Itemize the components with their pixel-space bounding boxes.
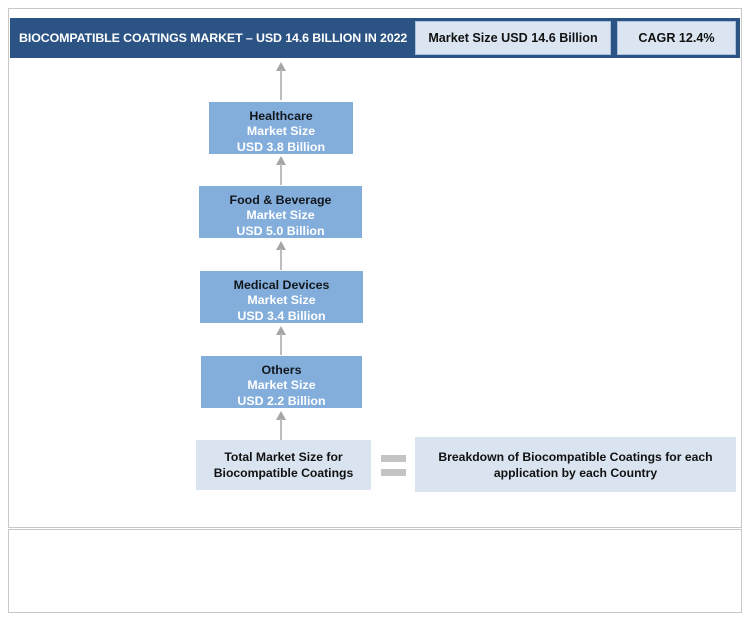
segment-market-size-label: Market Size	[247, 378, 316, 392]
arrow-healthcare	[273, 156, 289, 185]
segment-box-healthcare[interactable]: Healthcare Market Size USD 3.8 Billion	[209, 102, 353, 154]
arrow-head-icon	[276, 411, 286, 420]
segment-market-size-value: USD 3.8 Billion	[236, 139, 326, 154]
arrow-food-beverage	[273, 241, 289, 270]
arrow-shaft	[280, 70, 282, 100]
arrow-shaft	[280, 249, 282, 270]
page-title: BIOCOMPATIBLE COATINGS MARKET – USD 14.6…	[19, 31, 408, 45]
segment-market-size-value: USD 2.2 Billion	[237, 393, 326, 408]
segment-market-size-value: USD 3.4 Billion	[237, 308, 326, 323]
arrow-to-header	[273, 62, 289, 100]
arrow-others	[273, 411, 289, 443]
segment-title: Food & Beverage	[229, 193, 332, 207]
segment-market-size-value: USD 5.0 Billion	[236, 223, 325, 238]
arrow-head-icon	[276, 62, 286, 71]
arrow-head-icon	[276, 241, 286, 250]
segment-box-medical-devices[interactable]: Medical Devices Market Size USD 3.4 Bill…	[200, 271, 363, 323]
market-size-chip[interactable]: Market Size USD 14.6 Billion	[415, 21, 611, 55]
arrow-shaft	[280, 419, 282, 443]
segment-title: Healthcare	[249, 109, 313, 123]
total-market-box[interactable]: Total Market Size for Biocompatible Coat…	[196, 440, 371, 490]
cagr-chip[interactable]: CAGR 12.4%	[617, 21, 736, 55]
arrow-shaft	[280, 164, 282, 185]
segment-box-others[interactable]: Others Market Size USD 2.2 Billion	[201, 356, 362, 408]
breakdown-box[interactable]: Breakdown of Biocompatible Coatings for …	[415, 437, 736, 492]
segment-market-size-label: Market Size	[247, 293, 316, 307]
arrow-head-icon	[276, 156, 286, 165]
equals-bar-top	[381, 455, 406, 462]
equals-bar-bottom	[381, 469, 406, 476]
arrow-head-icon	[276, 326, 286, 335]
arrow-shaft	[280, 334, 282, 355]
segment-market-size-label: Market Size	[246, 124, 316, 138]
arrow-medical-devices	[273, 326, 289, 355]
segment-title: Others	[261, 363, 302, 377]
segment-title: Medical Devices	[233, 278, 330, 292]
page-frame-bottom	[8, 529, 742, 613]
equals-icon	[381, 455, 406, 476]
segment-market-size-label: Market Size	[246, 208, 315, 222]
segment-box-food-beverage[interactable]: Food & Beverage Market Size USD 5.0 Bill…	[199, 186, 362, 238]
